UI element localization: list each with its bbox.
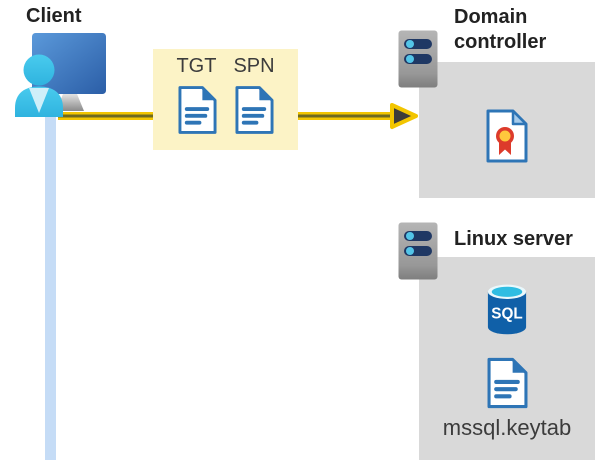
ticket-box: TGT SPN (153, 49, 298, 150)
user-head (23, 54, 55, 86)
keytab-document-icon (487, 357, 528, 409)
spn-document-icon (234, 86, 274, 134)
ticket-labels: TGT SPN (153, 55, 298, 78)
certificate-icon (486, 109, 528, 163)
user-collar (29, 88, 49, 113)
ticket-documents (153, 85, 298, 135)
monitor-stand (56, 94, 84, 111)
client-computer-user-icon (15, 33, 106, 117)
tgt-document-icon (177, 86, 217, 134)
client-lifeline (45, 105, 56, 460)
linux-server-label: Linux server (454, 228, 573, 250)
sql-database-icon: SQL (487, 284, 527, 335)
sql-badge-text: SQL (491, 306, 522, 323)
linux-server-icon (398, 222, 438, 280)
tgt-label: TGT (176, 55, 217, 77)
domain-controller-label: Domain controller (454, 6, 547, 53)
domain-controller-box (419, 62, 595, 198)
auth-request-arrowhead-icon (390, 103, 418, 129)
spn-label: SPN (233, 55, 275, 77)
linux-server-box: SQL mssql.keytab (419, 257, 595, 460)
domain-controller-server-icon (398, 30, 438, 88)
keytab-filename-label: mssql.keytab (442, 415, 572, 440)
client-label: Client (26, 5, 82, 27)
